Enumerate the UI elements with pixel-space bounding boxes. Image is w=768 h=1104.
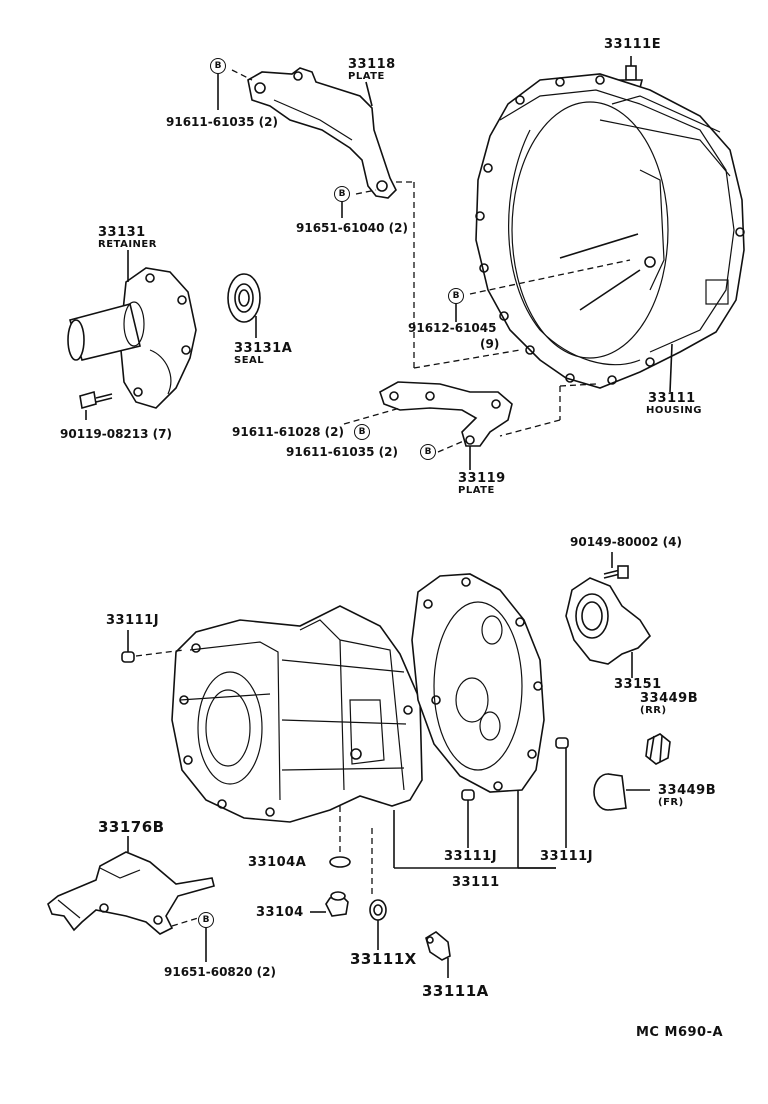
label-fr: (FR): [658, 797, 684, 808]
label-33131a: 33131A: [234, 341, 293, 356]
bolt-marker-b1: B: [210, 58, 226, 74]
label-91612-61045: 91612-61045: [408, 321, 497, 335]
plate-33119-drawing: [379, 381, 513, 470]
label-33449b-fr: 33449B: [658, 783, 717, 798]
label-90119-08213: 90119-08213 (7): [60, 427, 172, 441]
label-33111j-mid: 33111J: [444, 849, 498, 864]
plug-33449b-rr-drawing: [645, 733, 671, 765]
label-33104: 33104: [256, 905, 304, 920]
diagram-code: MC M690-A: [636, 1025, 724, 1040]
label-33131a-name: SEAL: [234, 355, 265, 366]
case-adapter-drawing: [411, 573, 545, 793]
label-33111j-right: 33111J: [540, 849, 594, 864]
label-33118: 33118: [348, 57, 396, 72]
dowel-pin-left-drawing: [121, 651, 135, 663]
label-33111e: 33111E: [604, 37, 662, 52]
label-91611-61035-mid: 91611-61035 (2): [286, 445, 398, 459]
label-33118-name: PLATE: [348, 71, 385, 82]
transmission-case-drawing: [171, 605, 423, 823]
label-33449b-rr: 33449B: [640, 691, 699, 706]
bolt-marker-b6: B: [198, 912, 214, 928]
label-33104a: 33104A: [248, 855, 307, 870]
label-housing-name: HOUSING: [646, 405, 702, 416]
gasket-33104a-drawing: [329, 856, 351, 868]
bolt-marker-b4: B: [354, 424, 370, 440]
washer-33111x-drawing: [369, 899, 387, 921]
label-90149-80002: 90149-80002 (4): [570, 535, 682, 549]
label-33119: 33119: [458, 471, 506, 486]
dowel-pin-mid-drawing: [461, 789, 475, 801]
label-33111j-left: 33111J: [106, 613, 160, 628]
label-33151: 33151: [614, 677, 662, 692]
label-33131-name: RETAINER: [98, 239, 157, 250]
bolt-90119-drawing: [79, 390, 113, 420]
label-33111a: 33111A: [422, 982, 489, 1000]
dowel-pin-right-drawing: [555, 737, 569, 749]
label-rr: (RR): [640, 705, 667, 716]
label-91612-qty: (9): [480, 337, 500, 351]
drain-plug-33104-drawing: [325, 891, 349, 917]
bolt-90149-drawing: [603, 552, 629, 579]
label-91611-61028: 91611-61028 (2): [232, 425, 344, 439]
clutch-housing-drawing: [475, 73, 745, 389]
label-33119-name: PLATE: [458, 485, 495, 496]
bolt-marker-b2: B: [334, 186, 350, 202]
label-91651-61040: 91651-61040 (2): [296, 221, 408, 235]
retainer-33131-drawing: [67, 250, 197, 409]
bolt-marker-b3: B: [448, 288, 464, 304]
switch-33111a-drawing: [425, 931, 451, 978]
plug-33449b-fr-drawing: [593, 773, 650, 811]
cover-33176b-drawing: [47, 836, 215, 935]
label-91611-61035-top: 91611-61035 (2): [166, 115, 278, 129]
seal-33131a-drawing: [227, 273, 261, 338]
label-33176b: 33176B: [98, 818, 165, 836]
label-33111-housing: 33111: [648, 391, 696, 406]
label-91651-60820: 91651-60820 (2): [164, 965, 276, 979]
label-33111-case: 33111: [452, 875, 500, 890]
label-33131: 33131: [98, 225, 146, 240]
label-33111x: 33111X: [350, 950, 417, 968]
plate-33118-drawing: [247, 67, 397, 199]
bolt-marker-b5: B: [420, 444, 436, 460]
cover-33151-drawing: [565, 577, 652, 678]
